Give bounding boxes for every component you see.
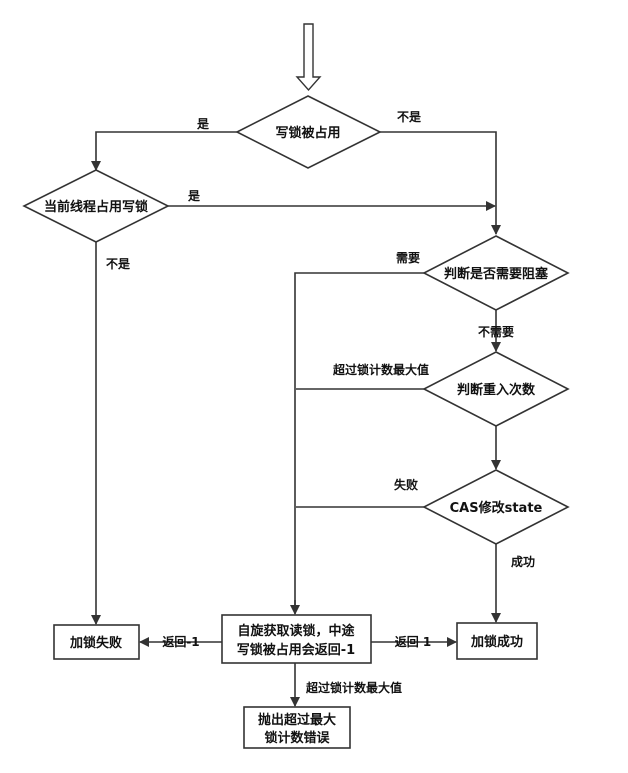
- edge-block-needed: [294, 272, 424, 606]
- label-cas-success: 成功: [511, 554, 535, 569]
- label-spin-exceed-max: 超过锁计数最大值: [305, 680, 402, 695]
- label-block-needed: 需要: [396, 250, 420, 265]
- label-current-no: 不是: [106, 257, 131, 271]
- node-label: 判断是否需要阻塞: [444, 266, 549, 282]
- node-label-line-1: 抛出超过最大: [258, 712, 336, 728]
- label-exceed-max: 超过锁计数最大值: [332, 362, 429, 377]
- label-write-no: 不是: [397, 110, 422, 124]
- connectors: [91, 131, 501, 707]
- edge-write-no: [380, 131, 501, 235]
- decision-write-lock-held: 写锁被占用: [235, 95, 382, 169]
- node-label: 当前线程占用写锁: [44, 199, 148, 215]
- label-return-minus-one: 返回-1: [162, 634, 199, 649]
- node-label: CAS修改state: [450, 500, 543, 516]
- decision-current-thread-holds-write: 当前线程占用写锁: [22, 169, 170, 243]
- label-block-not-needed: 不需要: [478, 324, 514, 339]
- node-label-line-2: 锁计数错误: [264, 730, 330, 746]
- edge-labels: 是 不是 是 不是 需要 不需要 超过锁计数最大值 失败 成功 返回-1 返回 …: [106, 110, 535, 695]
- node-label: 写锁被占用: [275, 125, 340, 141]
- node-label: 加锁成功: [470, 634, 523, 650]
- node-label: 加锁失败: [69, 635, 122, 651]
- decision-reentrant-count: 判断重入次数: [422, 351, 570, 427]
- start-arrow-icon: [295, 23, 322, 92]
- process-lock-fail: 加锁失败: [53, 624, 140, 660]
- node-label-line-2: 写锁被占用会返回-1: [237, 642, 355, 658]
- decision-cas-update: CAS修改state: [422, 469, 570, 545]
- process-throw-error: 抛出超过最大 锁计数错误: [243, 706, 351, 749]
- node-label: 判断重入次数: [457, 382, 536, 398]
- label-write-yes: 是: [196, 117, 210, 131]
- label-current-yes: 是: [187, 189, 201, 203]
- node-label-line-1: 自旋获取读锁，中途: [237, 623, 355, 639]
- edge-write-yes: [91, 131, 237, 171]
- process-spin-acquire: 自旋获取读锁，中途 写锁被占用会返回-1: [221, 614, 372, 664]
- decision-should-block: 判断是否需要阻塞: [422, 235, 570, 311]
- label-cas-fail: 失败: [394, 477, 418, 492]
- label-return-one: 返回 1: [395, 634, 432, 649]
- process-lock-success: 加锁成功: [456, 622, 538, 660]
